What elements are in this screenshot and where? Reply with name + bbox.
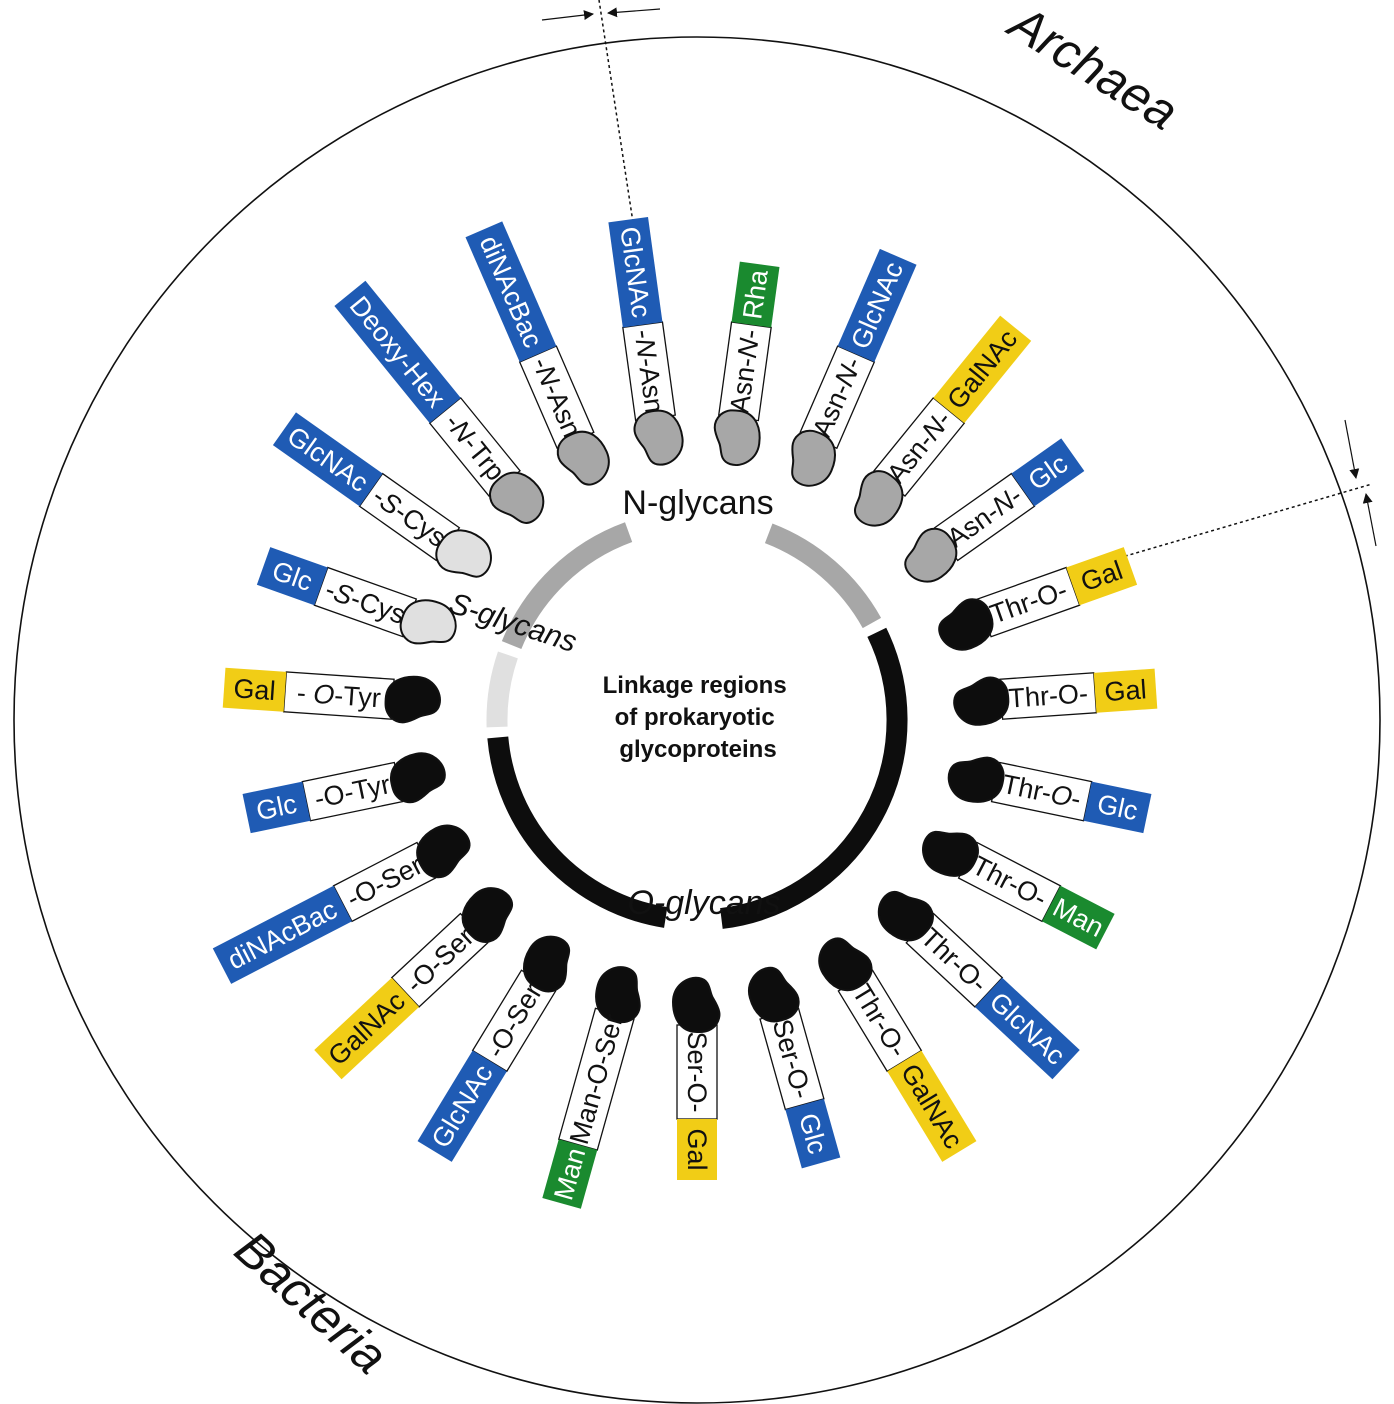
sugar-box [785, 1098, 841, 1169]
sugar-box [974, 977, 1080, 1080]
sugar-label: Deoxy-Hex [344, 291, 452, 414]
protein-blob [488, 471, 545, 524]
protein-blob [633, 409, 684, 466]
linkage-5: Thr-O-Gal [938, 547, 1138, 651]
linkage-12: Ser-O- Gal [671, 976, 721, 1180]
sugar-box [222, 667, 287, 712]
linkage-chain-label: Ser-O- [682, 1032, 712, 1113]
protein-blob [854, 470, 904, 527]
sugar-box [731, 261, 780, 328]
linkage-chain-label: Thr-O- [1008, 678, 1089, 713]
protein-blob [671, 976, 721, 1034]
center-title-line-2: of prokaryotic [615, 704, 775, 731]
sugar-box [1083, 781, 1152, 834]
center-title: Linkage regions of prokaryotic glycoprot… [603, 672, 794, 763]
linkage-chain-label: -N-Asn [628, 328, 669, 415]
sugar-box [417, 1050, 507, 1162]
s-glycan-arc [486, 651, 518, 728]
protein-blob [947, 756, 1005, 803]
sugar-box [1042, 885, 1115, 950]
protein-blob [595, 966, 641, 1024]
protein-blob [435, 529, 492, 578]
sugar-box [1011, 438, 1085, 507]
protein-blob [713, 409, 761, 466]
protein-blob [938, 598, 994, 651]
archaea-label: Archaea [998, 0, 1188, 141]
protein-blob [748, 966, 800, 1023]
sugar-label: Gal [233, 673, 277, 706]
sugar-label: GalNAc [322, 986, 410, 1071]
linkage-chains: Asn-N-RhaAsn-N-GlcNAcAsn-N-GalNAcAsn-N-G… [212, 216, 1158, 1209]
protein-blob [461, 887, 514, 944]
sugar-label: Gal [682, 1128, 712, 1170]
protein-blob [877, 890, 934, 942]
sugar-box [465, 221, 557, 363]
sugar-label: GlcNAc [984, 986, 1071, 1070]
center-title-line-1: Linkage regions [603, 672, 787, 699]
bacteria-label: Bacteria [224, 1220, 398, 1384]
protein-blob [522, 935, 571, 993]
linkage-chain-label: Man-O-Ser [564, 1011, 629, 1148]
protein-blob [384, 675, 441, 724]
glycan-ring [486, 522, 908, 929]
sugar-box [314, 977, 420, 1080]
sugar-label: Rha [737, 267, 774, 321]
sugar-box [677, 1119, 717, 1180]
archaea-arrow-top-right [607, 7, 661, 18]
n-glycan-arc-left [501, 522, 633, 650]
protein-blob [818, 937, 873, 992]
sugar-box [1066, 547, 1138, 606]
sugar-box [1093, 668, 1158, 713]
s-glycans-label: S-glycans [445, 587, 580, 659]
archaea-arrow-top-left [541, 10, 594, 21]
sugar-box [242, 781, 311, 834]
linkage-6: Thr-O- Gal [953, 668, 1158, 726]
linkage-1: Asn-N- Rha [713, 261, 780, 466]
linkage-11: Ser-O-Glc [748, 966, 841, 1169]
sugar-box [542, 1139, 598, 1209]
archaea-arrow-right-upper [1344, 419, 1360, 479]
archaea-arrow-right-lower [1362, 493, 1377, 547]
n-glycans-label: N-glycans [622, 484, 773, 522]
protein-blob [556, 430, 610, 486]
protein-blob [399, 599, 457, 645]
sugar-box [334, 280, 461, 424]
sugar-label: Man [548, 1145, 591, 1204]
n-glycan-arc-right [764, 523, 882, 629]
sugar-label: GalNAc [941, 324, 1023, 415]
center-title-line-3: glycoproteins [619, 736, 776, 763]
sugar-box [933, 315, 1032, 424]
outer-circle [13, 36, 1381, 1404]
sugar-box [272, 412, 383, 507]
linkage-7: Thr-O-Glc [947, 756, 1152, 834]
protein-blob [389, 752, 446, 804]
sugar-box [212, 885, 352, 984]
protein-blob [953, 676, 1010, 726]
sugar-box [608, 216, 663, 328]
linkage-18: - O-Tyr Gal [222, 667, 441, 724]
sugar-box [256, 547, 328, 606]
sugar-box [837, 248, 917, 363]
protein-blob [904, 527, 958, 583]
sugar-label: GlcNAc [845, 257, 909, 353]
protein-blob [791, 429, 836, 487]
o-glycan-arc-left [487, 736, 668, 928]
protein-blob [922, 830, 979, 877]
protein-blob [416, 824, 471, 879]
linkage-chain-label: - O-Tyr [296, 678, 382, 714]
sugar-label: Gal [1104, 674, 1148, 707]
sugar-box [887, 1050, 977, 1162]
o-glycan-arc-right [720, 627, 908, 929]
linkage-chain-label: Asn-N- [724, 328, 765, 415]
o-glycans-label: O-glycans [627, 884, 780, 922]
